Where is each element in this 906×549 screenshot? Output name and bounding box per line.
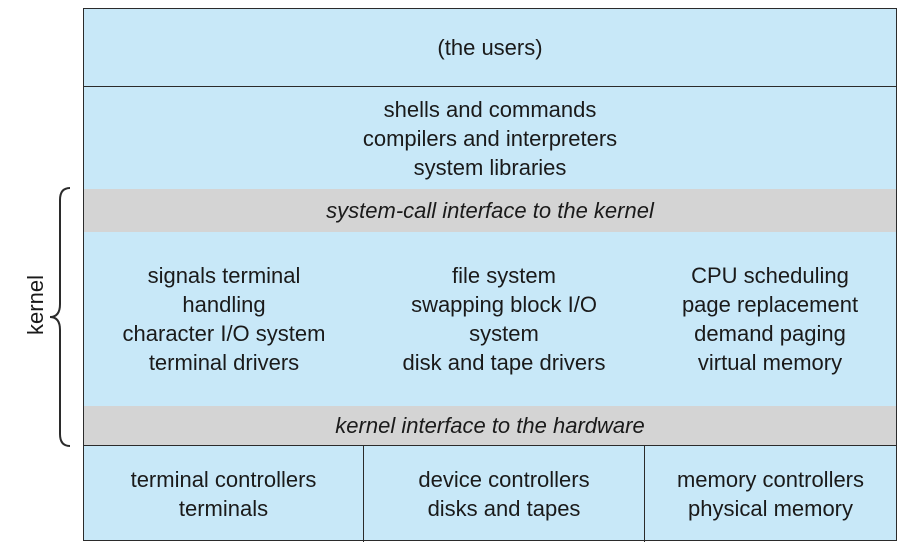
- device-controllers-cell: device controllers disks and tapes: [364, 446, 645, 542]
- controllers-col1-line-2: terminals: [178, 496, 269, 521]
- system-call-interface-text: system-call interface to the kernel: [326, 198, 654, 223]
- controllers-col3-line-1: memory controllers: [676, 467, 865, 492]
- controllers-col2-line-1: device controllers: [418, 467, 590, 492]
- kernel-col3-line-3: demand paging: [694, 321, 846, 346]
- kernel-col1-line-4: terminal drivers: [148, 350, 300, 375]
- kernel-col2-line-2: swapping block I/O: [411, 292, 597, 317]
- users-layer: (the users): [84, 9, 896, 87]
- kernel-layer: signals terminal handling character I/O …: [84, 232, 896, 406]
- controllers-col3-line-2: physical memory: [687, 496, 854, 521]
- kernel-col2-line-1: file system: [452, 263, 556, 288]
- controllers-col2-line-2: disks and tapes: [427, 496, 581, 521]
- users-text: (the users): [437, 35, 543, 60]
- kernel-brace: [49, 187, 71, 447]
- kernel-col3-line-1: CPU scheduling: [691, 263, 849, 288]
- controllers-col1-line-1: terminal controllers: [130, 467, 317, 492]
- kernel-col2-line-3: system: [469, 321, 539, 346]
- memory-controllers-cell: memory controllers physical memory: [645, 446, 896, 542]
- system-call-interface: system-call interface to the kernel: [84, 189, 896, 232]
- shells-line-3: system libraries: [413, 154, 567, 180]
- kernel-col3-line-2: page replacement: [681, 292, 859, 317]
- unix-structure-diagram: (the users) shells and commands compiler…: [83, 8, 897, 542]
- kernel-column-memory: CPU scheduling page replacement demand p…: [644, 232, 896, 406]
- kernel-column-terminal: signals terminal handling character I/O …: [84, 232, 364, 406]
- kernel-col3-line-4: virtual memory: [697, 350, 843, 375]
- kernel-column-file-system: file system swapping block I/O system di…: [364, 232, 644, 406]
- controllers-layer: terminal controllers terminals device co…: [84, 446, 896, 542]
- kernel-label: kernel: [23, 275, 48, 335]
- kernel-col1-line-1: signals terminal: [147, 263, 301, 288]
- hardware-interface: kernel interface to the hardware: [84, 406, 896, 446]
- kernel-col1-line-3: character I/O system: [122, 321, 326, 346]
- hardware-interface-text: kernel interface to the hardware: [335, 413, 645, 438]
- shells-line-2: compilers and interpreters: [362, 125, 618, 151]
- kernel-col2-line-4: disk and tape drivers: [402, 350, 606, 375]
- shells-layer: shells and commands compilers and interp…: [84, 87, 896, 189]
- terminal-controllers-cell: terminal controllers terminals: [84, 446, 364, 542]
- shells-line-1: shells and commands: [383, 96, 597, 122]
- kernel-col1-line-2: handling: [182, 292, 266, 317]
